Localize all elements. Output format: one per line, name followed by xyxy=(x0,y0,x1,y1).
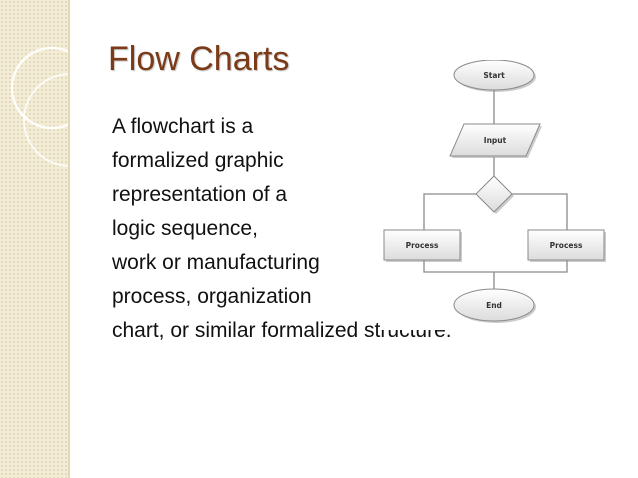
body-line: logic sequence, xyxy=(112,217,258,240)
process-right-label: Process xyxy=(550,241,583,250)
body-line: representation of a xyxy=(112,183,288,206)
flowchart-start-node: Start xyxy=(453,60,536,92)
decorative-circles xyxy=(10,46,68,167)
decorative-side-strip xyxy=(0,0,70,478)
flowchart-end-node: End xyxy=(453,288,536,323)
input-label: Input xyxy=(484,136,507,145)
flowchart-process-right-node: Process xyxy=(527,229,606,262)
body-line: work or manufacturing xyxy=(112,251,320,274)
body-line: process, organization xyxy=(112,285,312,308)
slide-body-text: A flowchart is a formalized graphic repr… xyxy=(112,110,592,348)
flowchart-diagram: Start Input Process Process xyxy=(380,60,612,330)
flowchart-input-node: Input xyxy=(449,123,542,158)
start-label: Start xyxy=(483,71,505,80)
flowchart-process-left-node: Process xyxy=(383,229,462,262)
body-line: chart, or similar formalized structure. xyxy=(112,319,452,342)
slide-title: Flow Charts xyxy=(108,40,290,78)
body-line: formalized graphic xyxy=(112,149,284,172)
end-label: End xyxy=(486,301,502,310)
flowchart-decision-node xyxy=(475,175,514,214)
flowchart-connectors xyxy=(423,90,568,290)
process-left-label: Process xyxy=(406,241,439,250)
body-line: A flowchart is a xyxy=(112,115,254,138)
